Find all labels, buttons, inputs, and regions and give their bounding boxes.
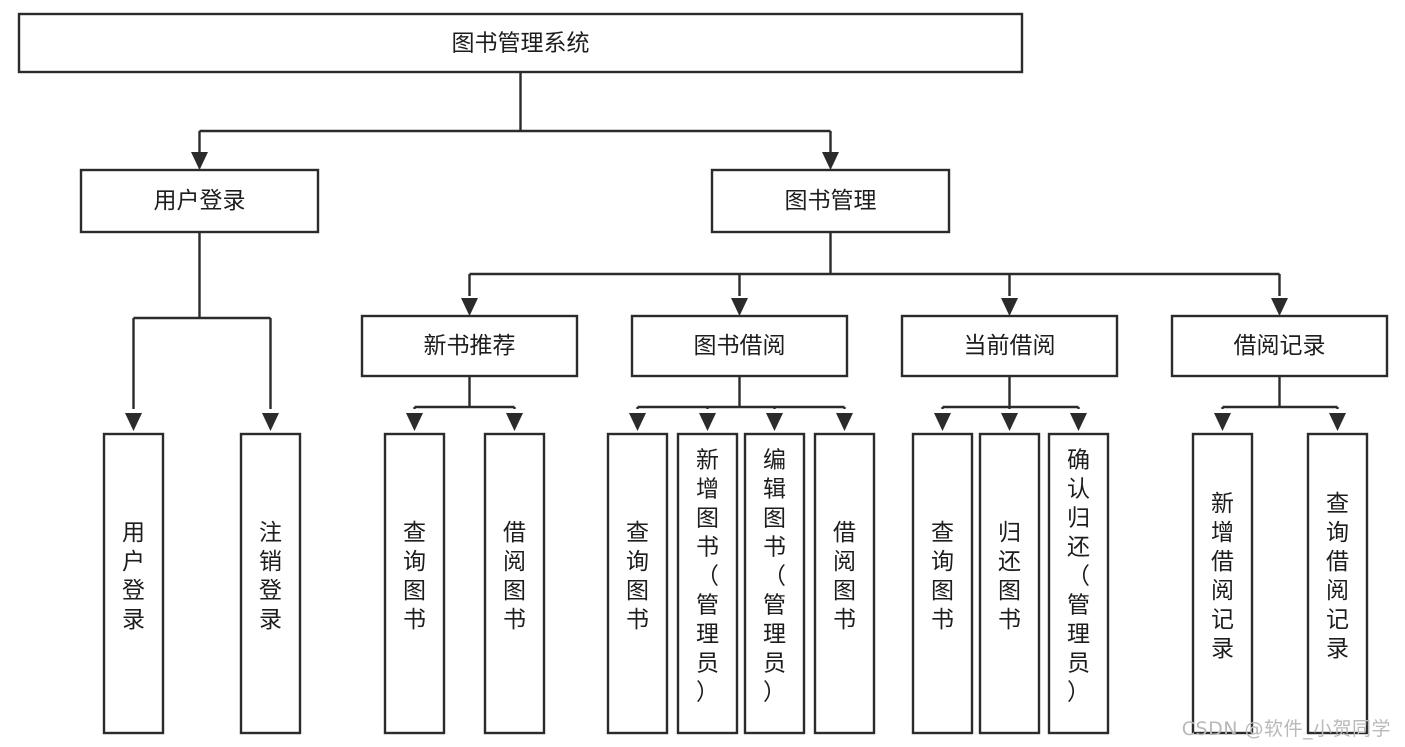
arrow-currentborrow-leaf-3 [1070, 413, 1087, 431]
leaf-borrow-record-1-label: 新增借阅记录 [1211, 491, 1234, 662]
csdn-watermark: CSDN @软件_小贺同学 [1181, 718, 1391, 740]
arrow-to-new-book [461, 298, 478, 316]
leaf-book-borrow-4-label: 借阅图书 [833, 520, 856, 633]
leaf-borrow-record-2-box[interactable] [1306, 432, 1369, 735]
leaf-user-login-2-label: 注销登录 [259, 520, 282, 633]
leaf-book-borrow-3-box[interactable] [743, 432, 806, 735]
leaf-new-book-2-box[interactable] [483, 432, 546, 735]
leaf-book-borrow-2[interactable]: 新增图书（管理员） [676, 432, 739, 735]
leaf-current-borrow-2-label: 归还图书 [998, 520, 1021, 633]
arrow-to-current-borrow [1001, 298, 1018, 316]
node-user-login-label: 用户登录 [154, 188, 246, 214]
node-book-borrow-box[interactable] [630, 314, 849, 378]
leaf-borrow-record-2[interactable]: 查询借阅记录 [1306, 432, 1369, 735]
arrow-currentborrow-leaf-1 [934, 413, 951, 431]
node-borrow-record-box[interactable] [1170, 314, 1389, 378]
leaf-current-borrow-1-box[interactable] [911, 432, 974, 735]
arrow-to-borrow-record [1271, 298, 1288, 316]
node-book-manage[interactable]: 图书管理 [710, 168, 951, 234]
arrow-bookborrow-leaf-4 [836, 413, 853, 431]
node-borrow-record[interactable]: 借阅记录 [1170, 314, 1389, 378]
arrow-to-book-borrow [731, 298, 748, 316]
leaf-borrow-record-1-box[interactable] [1191, 432, 1254, 735]
node-book-manage-label: 图书管理 [785, 188, 877, 214]
arrow-newbook-leaf-1 [406, 413, 423, 431]
arrow-userlogin-leaf-1 [125, 413, 142, 431]
leaf-user-login-1-label: 用户登录 [122, 520, 145, 633]
leaf-book-borrow-1-box[interactable] [606, 432, 669, 735]
node-root[interactable]: 图书管理系统 [17, 12, 1024, 74]
leaf-user-login-2[interactable]: 注销登录 [239, 432, 302, 735]
node-new-book[interactable]: 新书推荐 [360, 314, 579, 378]
node-user-login-box[interactable] [79, 168, 320, 234]
leaf-borrow-record-1[interactable]: 新增借阅记录 [1191, 432, 1254, 735]
leaf-current-borrow-3[interactable]: 确认归还（管理员） [1047, 432, 1110, 735]
leaf-current-borrow-3-label: 确认归还（管理员） [1067, 448, 1090, 706]
leaf-borrow-record-2-label: 查询借阅记录 [1326, 491, 1349, 662]
leaf-book-borrow-3-label: 编辑图书（管理员） [763, 448, 786, 706]
leaf-book-borrow-4-box[interactable] [813, 432, 876, 735]
leaf-new-book-1-label: 查询图书 [403, 520, 426, 633]
node-current-borrow-label: 当前借阅 [964, 333, 1056, 359]
leaf-user-login-1[interactable]: 用户登录 [102, 432, 165, 735]
leaf-book-borrow-3[interactable]: 编辑图书（管理员） [743, 432, 806, 735]
leaf-current-borrow-1-label: 查询图书 [931, 520, 954, 633]
node-new-book-box[interactable] [360, 314, 579, 378]
node-root-box[interactable] [17, 12, 1024, 74]
arrow-borrowrecord-leaf-1 [1214, 413, 1231, 431]
arrow-bookborrow-leaf-2 [699, 413, 716, 431]
arrow-root-to-user-login [191, 152, 208, 170]
leaf-book-borrow-1-label: 查询图书 [626, 520, 649, 633]
leaf-user-login-2-box[interactable] [239, 432, 302, 735]
leaf-current-borrow-1[interactable]: 查询图书 [911, 432, 974, 735]
node-book-borrow[interactable]: 图书借阅 [630, 314, 849, 378]
leaf-book-borrow-4[interactable]: 借阅图书 [813, 432, 876, 735]
node-current-borrow-box[interactable] [900, 314, 1119, 378]
arrow-bookborrow-leaf-1 [629, 413, 646, 431]
leaf-book-borrow-2-box[interactable] [676, 432, 739, 735]
node-root-label: 图书管理系统 [452, 31, 590, 57]
arrow-bookborrow-leaf-3 [766, 413, 783, 431]
leaf-current-borrow-3-box[interactable] [1047, 432, 1110, 735]
node-borrow-record-label: 借阅记录 [1234, 333, 1326, 359]
arrow-currentborrow-leaf-2 [1001, 413, 1018, 431]
node-new-book-label: 新书推荐 [424, 333, 516, 359]
leaf-current-borrow-2-box[interactable] [978, 432, 1041, 735]
arrow-userlogin-leaf-2 [262, 413, 279, 431]
node-user-login[interactable]: 用户登录 [79, 168, 320, 234]
node-current-borrow[interactable]: 当前借阅 [900, 314, 1119, 378]
node-book-borrow-label: 图书借阅 [694, 333, 786, 359]
leaf-new-book-1-box[interactable] [383, 432, 446, 735]
arrow-newbook-leaf-2 [506, 413, 523, 431]
leaf-current-borrow-2[interactable]: 归还图书 [978, 432, 1041, 735]
arrow-root-to-book-manage [822, 152, 839, 170]
leaf-book-borrow-1[interactable]: 查询图书 [606, 432, 669, 735]
leaf-book-borrow-2-label: 新增图书（管理员） [696, 448, 719, 706]
leaf-new-book-2[interactable]: 借阅图书 [483, 432, 546, 735]
leaf-new-book-1[interactable]: 查询图书 [383, 432, 446, 735]
leaf-user-login-1-box[interactable] [102, 432, 165, 735]
connector-layer [125, 72, 1346, 431]
leaf-new-book-2-label: 借阅图书 [503, 520, 526, 633]
node-book-manage-box[interactable] [710, 168, 951, 234]
arrow-borrowrecord-leaf-2 [1329, 413, 1346, 431]
